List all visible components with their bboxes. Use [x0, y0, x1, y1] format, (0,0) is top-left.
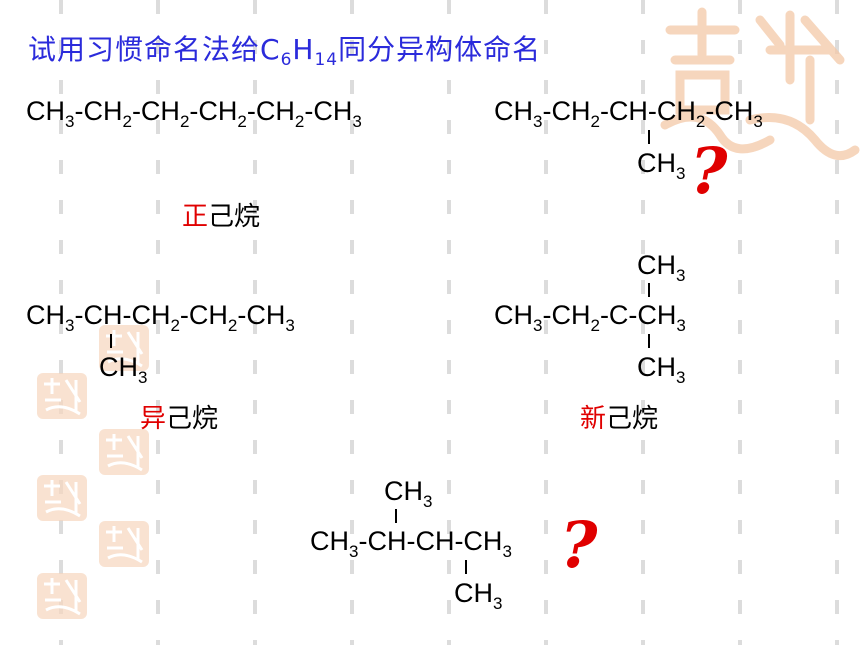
structure-3-branch: CH3: [99, 352, 148, 387]
structure-4-bond-up: [648, 283, 650, 297]
structure-3-main-chain: CH3-CH-CH2-CH2-CH3: [26, 300, 295, 335]
name-suffix: 己烷: [208, 202, 261, 232]
seal-stamp-small: [99, 521, 149, 567]
structure-5-bond-up: [395, 509, 397, 523]
structure-3-bond-down: [110, 334, 112, 348]
title-formula-c-sub: 6: [280, 50, 293, 70]
structure-4-branch-bottom: CH3: [637, 352, 686, 387]
structure-4-branch-top: CH3: [637, 250, 686, 285]
question-mark-2: ?: [560, 508, 598, 583]
structure-4-bond-down: [648, 334, 650, 348]
name-prefix: 正: [182, 202, 209, 232]
structure-3-name: 异己烷: [140, 398, 218, 435]
question-mark-1: ?: [690, 134, 728, 209]
page-title: 试用习惯命名法给C6H14同分异构体命名: [28, 28, 541, 70]
structure-1-main-chain: CH3-CH2-CH2-CH2-CH2-CH3: [26, 96, 362, 131]
title-text-suffix: 同分异构体命名: [338, 33, 542, 66]
seal-stamp-large: [660, 7, 860, 161]
seal-stamp-small: [37, 475, 87, 521]
structure-2-main-chain: CH3-CH2-CH-CH2-CH3: [494, 96, 763, 131]
name-prefix: 新: [580, 404, 607, 434]
structure-4-main-chain: CH3-CH2-C-CH3: [494, 300, 686, 335]
structure-5-bond-down: [465, 560, 467, 574]
structure-5-branch-bottom: CH3: [454, 578, 503, 613]
structure-2-branch: CH3: [637, 148, 686, 183]
title-formula-h: H: [292, 33, 315, 66]
structure-4-name: 新己烷: [580, 398, 658, 435]
title-formula-h-sub: 14: [314, 50, 339, 70]
seal-stamp-small: [37, 573, 87, 619]
structure-5-main-chain: CH3-CH-CH-CH3: [310, 526, 512, 561]
structure-5-branch-top: CH3: [384, 476, 433, 511]
seal-stamp-small: [99, 429, 149, 475]
seal-stamp-small: [37, 373, 87, 419]
title-text: 试用习惯命名法给: [28, 33, 261, 66]
title-formula-c: C: [260, 33, 281, 66]
name-suffix: 己烷: [606, 404, 659, 434]
name-prefix: 异: [140, 404, 167, 434]
name-suffix: 己烷: [166, 404, 219, 434]
structure-1-name: 正己烷: [182, 196, 260, 233]
structure-2-bond-down: [648, 130, 650, 144]
